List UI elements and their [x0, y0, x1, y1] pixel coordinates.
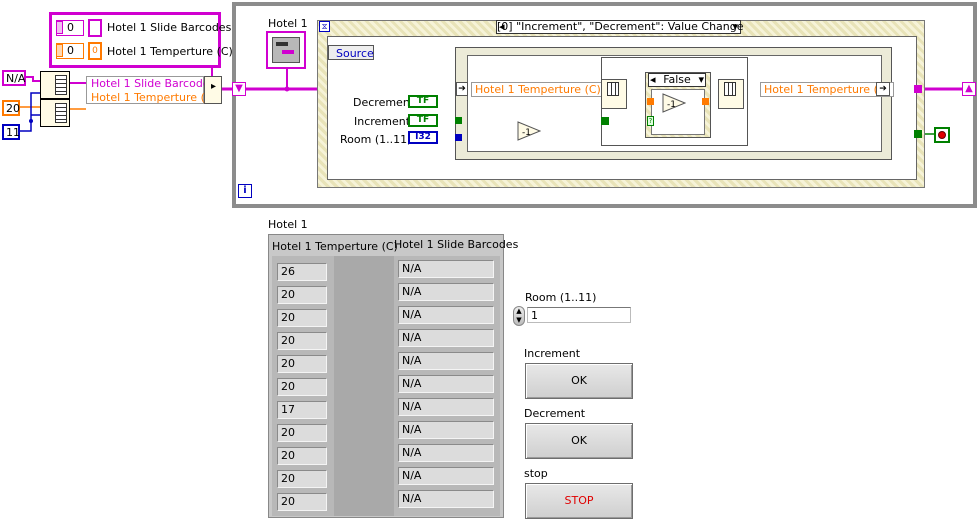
temp-cell[interactable]: 20 — [277, 286, 327, 304]
event-case-selector[interactable]: ◂ [0] "Increment", "Decrement": Value Ch… — [496, 20, 744, 34]
temp-array-header: Hotel 1 Temperture (C) — [272, 240, 398, 253]
temp-init-const: 20 — [2, 100, 20, 116]
increment-terminal-label: Increment — [354, 115, 411, 128]
bool-tunnel — [455, 117, 462, 124]
iteration-terminal: i — [238, 184, 252, 198]
shift-register-left: ▼ — [232, 82, 246, 96]
room-control-input[interactable]: 1 — [527, 307, 631, 323]
case-dropdown-icon[interactable]: ▾ — [732, 20, 738, 33]
numeric-tunnel — [702, 98, 709, 105]
slide-cell[interactable]: N/A — [398, 352, 494, 370]
index-array-node — [601, 79, 627, 109]
room-control-label: Room (1..11) — [525, 291, 597, 304]
increment-bool-terminal: TF — [408, 114, 438, 127]
temp-cell[interactable]: 17 — [277, 401, 327, 419]
index-spinner-icon — [56, 21, 63, 34]
stop-condition-icon — [934, 127, 950, 143]
bundle-node: Hotel 1 Slide Barcodes Hotel 1 Tempertur… — [86, 76, 217, 104]
cluster-slide-label: Hotel 1 Slide Barcodes — [107, 21, 232, 34]
init-array-node-2 — [40, 99, 70, 127]
na-string-const: N/A — [2, 70, 26, 86]
temp-cell[interactable]: 20 — [277, 378, 327, 396]
slide-cell[interactable]: N/A — [398, 283, 494, 301]
slide-cell[interactable]: N/A — [398, 467, 494, 485]
event-data-node: Source — [328, 45, 374, 60]
increment-label: Increment — [524, 347, 581, 360]
bool-tunnel — [601, 117, 609, 125]
temp-cell[interactable]: 20 — [277, 309, 327, 327]
numeric-array-icon: 0 — [88, 42, 102, 60]
bundle-slide-label: Hotel 1 Slide Barcodes — [91, 77, 216, 90]
cluster-constant: 0 Hotel 1 Slide Barcodes 0 0 Hotel 1 Tem… — [49, 12, 233, 68]
fp-cluster-label: Hotel 1 — [268, 218, 308, 231]
case-dropdown-icon[interactable]: ▾ — [698, 73, 704, 86]
unbundle-temp-label: Hotel 1 Temperture (C) — [471, 82, 605, 97]
room-terminal-label: Room (1..11) — [340, 133, 412, 146]
slide-index-const: 0 — [56, 20, 84, 36]
timeout-icon: ⧖ — [319, 21, 330, 32]
cluster-gap — [334, 256, 394, 516]
array-icon — [55, 103, 67, 123]
shift-register-right: ▲ — [962, 82, 976, 96]
count-const: 11 — [2, 124, 20, 140]
case-selector[interactable]: ◂ False ▾ — [648, 73, 706, 87]
slide-cell[interactable]: N/A — [398, 306, 494, 324]
slide-cell[interactable]: N/A — [398, 421, 494, 439]
decrement-button[interactable]: OK — [525, 423, 633, 459]
i32-tunnel — [455, 134, 462, 141]
init-array-node-1 — [40, 71, 70, 99]
stop-button[interactable]: STOP — [525, 483, 633, 519]
unbundle-arrow-icon: ➔ — [456, 82, 468, 96]
svg-text:-1: -1 — [522, 128, 531, 138]
decrement-label: Decrement — [524, 407, 586, 420]
slide-cell[interactable]: N/A — [398, 375, 494, 393]
temp-cell[interactable]: 20 — [277, 332, 327, 350]
cluster-temp-label: Hotel 1 Temperture (C) — [107, 45, 233, 58]
loop-cluster-label: Hotel 1 — [268, 17, 308, 30]
case-selector-terminal: ? — [647, 116, 654, 126]
replace-array-node — [718, 79, 744, 109]
slide-array-header: Hotel 1 Slide Barcodes — [394, 238, 519, 251]
index-spinner-icon — [56, 44, 63, 57]
svg-text:-1: -1 — [667, 100, 676, 110]
slide-cell[interactable]: N/A — [398, 490, 494, 508]
decrement-node-icon: -1 — [517, 121, 541, 141]
prev-case-icon[interactable]: ◂ — [499, 20, 505, 33]
temp-cell[interactable]: 20 — [277, 493, 327, 511]
temp-cell[interactable]: 26 — [277, 263, 327, 281]
while-loop[interactable] — [232, 2, 977, 208]
slide-cell[interactable]: N/A — [398, 329, 494, 347]
bundle-temp-label: Hotel 1 Temperture (C) — [760, 82, 894, 97]
temp-cell[interactable]: 20 — [277, 355, 327, 373]
numeric-tunnel — [647, 98, 654, 105]
prev-case-icon[interactable]: ◂ — [650, 73, 656, 86]
array-icon — [724, 82, 736, 96]
bool-tunnel — [914, 130, 922, 138]
case-selector-label: False — [663, 73, 691, 86]
room-i32-terminal: I32 — [408, 131, 438, 144]
temp-cell[interactable]: 20 — [277, 470, 327, 488]
decrement-bool-terminal: TF — [408, 95, 438, 108]
source-label: Source — [336, 47, 374, 60]
slide-cell[interactable]: N/A — [398, 260, 494, 278]
event-case-label: [0] "Increment", "Decrement": Value Chan… — [497, 20, 744, 33]
decrement-node-icon: -1 — [662, 93, 686, 113]
temp-cell[interactable]: 20 — [277, 447, 327, 465]
temp-cell[interactable]: 20 — [277, 424, 327, 442]
decrement-terminal-label: Decrement — [353, 96, 415, 109]
bundle-output-icon: ▸ — [204, 76, 222, 104]
string-array-icon — [88, 19, 102, 37]
case-body — [651, 89, 705, 135]
cluster-tunnel — [914, 85, 922, 93]
bundle-arrow-icon: ➔ — [876, 82, 890, 96]
cluster-indicator-icon — [266, 31, 306, 69]
room-spinner[interactable]: ▲▼ — [513, 306, 525, 326]
increment-button[interactable]: OK — [525, 363, 633, 399]
bundle-temp-label: Hotel 1 Temperture (C) — [91, 91, 217, 104]
array-icon — [55, 75, 67, 95]
slide-cell[interactable]: N/A — [398, 444, 494, 462]
stop-label: stop — [524, 467, 548, 480]
slide-cell[interactable]: N/A — [398, 398, 494, 416]
array-icon — [607, 82, 619, 96]
